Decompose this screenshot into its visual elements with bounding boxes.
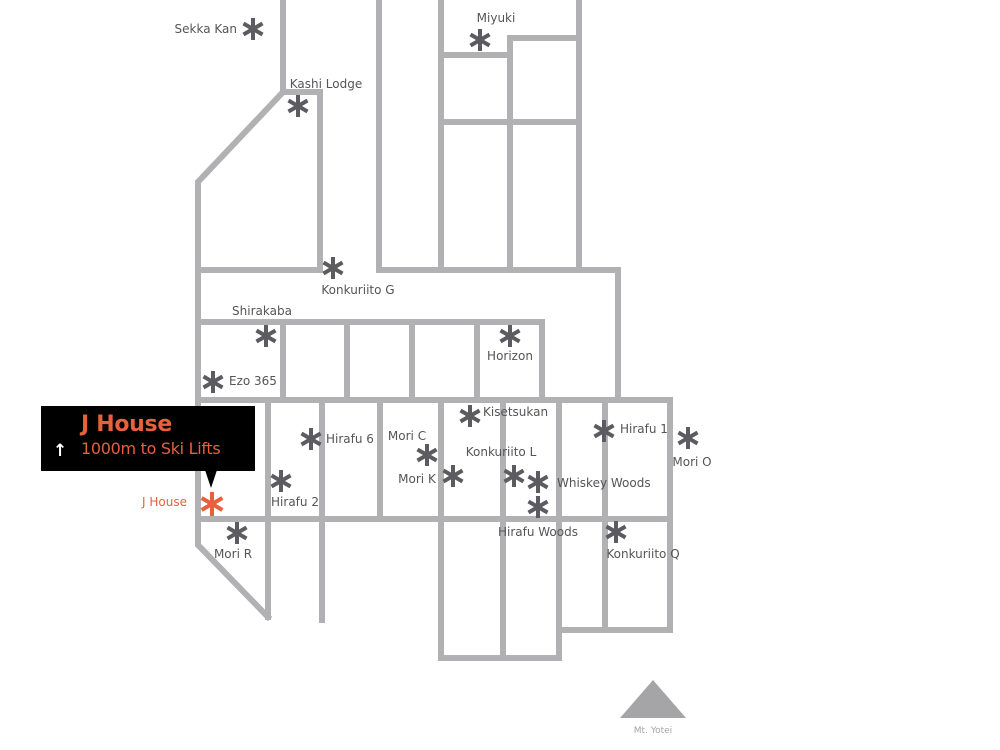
asterisk-icon[interactable] — [287, 95, 309, 117]
asterisk-icon[interactable] — [503, 465, 525, 487]
asterisk-icon[interactable] — [255, 325, 277, 347]
asterisk-icon[interactable] — [442, 465, 464, 487]
up-arrow-icon: ↑ — [53, 441, 67, 461]
asterisk-icon[interactable] — [270, 470, 292, 492]
asterisk-icon[interactable] — [226, 522, 248, 544]
road-kashi-branch — [280, 89, 323, 273]
asterisk-icon[interactable] — [605, 521, 627, 543]
asterisk-icon[interactable] — [527, 471, 549, 493]
highlight-property-label: J House — [141, 495, 187, 509]
property-label-sekka-kan[interactable]: Sekka Kan — [175, 22, 237, 36]
property-markers — [202, 18, 699, 544]
callout-distance-text: 1000m to Ski Lifts — [81, 439, 221, 458]
asterisk-icon[interactable] — [469, 29, 491, 51]
property-label-mori-o[interactable]: Mori O — [672, 455, 711, 469]
property-label-mori-c[interactable]: Mori C — [388, 429, 426, 443]
property-label-whiskey-woods[interactable]: Whiskey Woods — [557, 476, 651, 490]
property-label-konkuriito-g[interactable]: Konkuriito G — [321, 283, 394, 297]
road-north-loop — [376, 0, 621, 403]
highlight-callout[interactable]: J House ↑ 1000m to Ski Lifts — [41, 406, 255, 471]
property-label-mori-r[interactable]: Mori R — [214, 547, 252, 561]
landmark-mt-yotei: Mt. Yotei — [620, 680, 686, 736]
property-label-hirafu-2[interactable]: Hirafu 2 — [271, 495, 319, 509]
property-label-kisetsukan[interactable]: Kisetsukan — [483, 405, 548, 419]
asterisk-icon[interactable] — [593, 420, 615, 442]
property-label-konkuriito-q[interactable]: Konkuriito Q — [606, 547, 679, 561]
road-west-diagonal — [195, 0, 286, 622]
callout-title: J House — [81, 412, 172, 437]
asterisk-icon[interactable] — [322, 257, 344, 279]
landmark-label: Mt. Yotei — [634, 726, 672, 736]
property-label-hirafu-6[interactable]: Hirafu 6 — [326, 432, 374, 446]
road-network — [195, 0, 673, 661]
asterisk-icon[interactable] — [459, 405, 481, 427]
highlight-asterisk-icon — [200, 492, 224, 516]
property-label-hirafu-1[interactable]: Hirafu 1 — [620, 422, 668, 436]
property-label-konkuriito-l[interactable]: Konkuriito L — [466, 445, 537, 459]
property-label-shirakaba[interactable]: Shirakaba — [232, 304, 292, 318]
property-label-horizon[interactable]: Horizon — [487, 349, 533, 363]
asterisk-icon[interactable] — [242, 18, 264, 40]
asterisk-icon[interactable] — [499, 325, 521, 347]
property-label-ezo-365[interactable]: Ezo 365 — [229, 374, 277, 388]
property-label-kashi-lodge[interactable]: Kashi Lodge — [290, 77, 362, 91]
property-label-miyuki[interactable]: Miyuki — [477, 11, 516, 25]
mountain-icon — [620, 680, 686, 718]
asterisk-icon[interactable] — [416, 444, 438, 466]
callout-distance: ↑ 1000m to Ski Lifts — [53, 438, 255, 461]
highlight-property[interactable]: J House — [141, 492, 224, 516]
asterisk-icon[interactable] — [527, 496, 549, 518]
asterisk-icon[interactable] — [202, 371, 224, 393]
callout-pointer — [205, 470, 217, 488]
asterisk-icon[interactable] — [300, 428, 322, 450]
property-label-hirafu-woods[interactable]: Hirafu Woods — [498, 525, 578, 539]
asterisk-icon[interactable] — [677, 427, 699, 449]
property-label-mori-k[interactable]: Mori K — [398, 472, 437, 486]
